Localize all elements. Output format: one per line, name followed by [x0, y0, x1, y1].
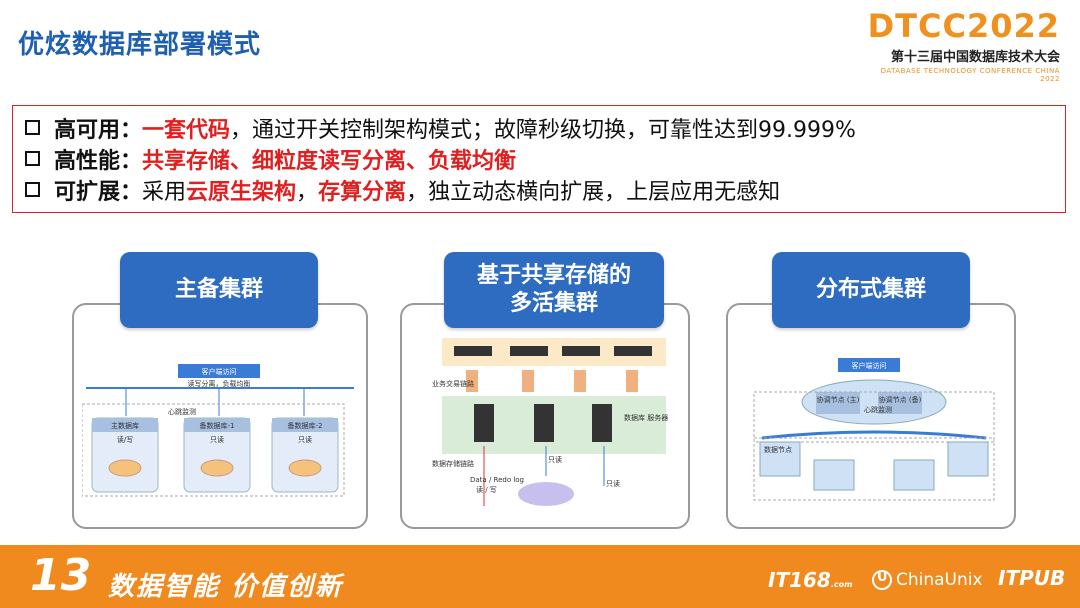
client-label: 客户端访问: [202, 367, 237, 376]
client-label-3: 客户端访问: [852, 361, 887, 370]
db-servers: [474, 404, 612, 442]
svg-text:只读: 只读: [210, 435, 224, 444]
distributed-diagram: 客户端访问 协调节点 (主) 协调节点 (备) 心跳监测 数据节点: [753, 358, 995, 501]
feature-text: ，: [296, 179, 319, 205]
ro-label-2: 只读: [606, 479, 620, 488]
feature-list: 高可用：一套代码，通过开关控制架构模式；故障秒级切换，可靠性达到99.999%高…: [12, 105, 1066, 213]
rw-label: 读 / 写: [476, 485, 497, 494]
data-nodes: [759, 441, 989, 491]
feature-item: 高可用：一套代码，通过开关控制架构模式；故障秒级切换，可靠性达到99.999%: [25, 112, 1065, 143]
svg-text:备数据库-1: 备数据库-1: [200, 421, 235, 430]
svg-text:主数据库: 主数据库: [111, 421, 139, 430]
sponsor-itpub: ITPUB: [998, 566, 1066, 590]
feature-text: ，独立动态横向扩展，上层应用无感知: [406, 179, 781, 205]
storage-link-label: 数据存储链路: [432, 459, 474, 468]
node-primary: 主数据库 读/写: [91, 417, 159, 493]
storage-pool: [518, 482, 574, 506]
logo-main: DTCC2022: [867, 7, 1060, 45]
card-label-distributed: 分布式集群: [772, 252, 970, 328]
anniversary-badge: 13: [30, 550, 92, 601]
feature-item: 可扩展：采用云原生架构，存算分离，独立动态横向扩展，上层应用无感知: [25, 174, 1065, 205]
shared-storage-diagram: 业务交易链路 数据库 服务器 数据存储链路 Data / Redo log 读 …: [432, 338, 668, 506]
slogan: 数据智能 价值创新: [108, 572, 344, 602]
feature-text: ，通过开关控制架构模式；故障秒级切换，可靠性达到99.999%: [230, 117, 856, 143]
data-log-label: Data / Redo log: [470, 476, 524, 484]
app-servers: [454, 346, 652, 356]
checkbox-icon: [25, 182, 40, 197]
checkbox-icon: [25, 120, 40, 135]
heartbeat-label: 心跳监测: [168, 407, 196, 416]
footer-bar: [0, 545, 1080, 608]
chinaunix-icon: [872, 570, 892, 590]
feature-text: 一套代码: [142, 117, 231, 143]
coord-main: 协调节点 (主): [817, 395, 860, 404]
sponsor-it168: IT168.com: [768, 568, 853, 592]
feature-label: 高可用：: [54, 117, 143, 143]
node-standby-2: 备数据库-2 只读: [271, 417, 339, 493]
coord-backup: 协调节点 (备): [879, 395, 922, 404]
svg-text:只读: 只读: [298, 435, 312, 444]
primary-standby-diagram: 客户端访问 读写分离，负载均衡 主数据库 读/写 备数据库-1 只读 备数据库-…: [82, 364, 354, 497]
feature-label: 高性能：: [54, 148, 143, 174]
checkbox-icon: [25, 151, 40, 166]
feature-text: 云原生架构: [186, 179, 297, 205]
svg-text:读/写: 读/写: [117, 435, 133, 444]
heartbeat-3: 心跳监测: [864, 405, 892, 414]
node-standby-1: 备数据库-1 只读: [183, 417, 251, 493]
card-label-shared-storage: 基于共享存储的多活集群: [444, 252, 664, 328]
route-label: 读写分离，负载均衡: [188, 379, 251, 388]
sponsor-chinaunix: ChinaUnix: [872, 570, 983, 590]
arrows: [466, 370, 638, 392]
svg-text:备数据库-2: 备数据库-2: [288, 421, 323, 430]
feature-text: 存算分离: [318, 179, 407, 205]
feature-text: 共享存储、细粒度读写分离、负载均衡: [142, 148, 517, 174]
feature-item: 高性能：共享存储、细粒度读写分离、负载均衡: [25, 143, 1065, 174]
feature-text: 采用: [142, 179, 187, 205]
dtcc-logo: DTCC2022 第十三届中国数据库技术大会 DATABASE TECHNOLO…: [860, 8, 1060, 83]
business-link-label: 业务交易链路: [432, 379, 474, 388]
server-label: 数据库 服务器: [624, 413, 668, 422]
data-node-label: 数据节点: [764, 445, 792, 454]
card-label-primary-standby: 主备集群: [120, 252, 318, 328]
logo-cn: 第十三届中国数据库技术大会: [890, 50, 1060, 65]
feature-label: 可扩展：: [54, 179, 143, 205]
ro-label-1: 只读: [548, 455, 562, 464]
page-title: 优炫数据库部署模式: [18, 30, 262, 60]
client-box: [178, 364, 260, 378]
logo-en: DATABASE TECHNOLOGY CONFERENCE CHINA 202…: [880, 67, 1060, 83]
